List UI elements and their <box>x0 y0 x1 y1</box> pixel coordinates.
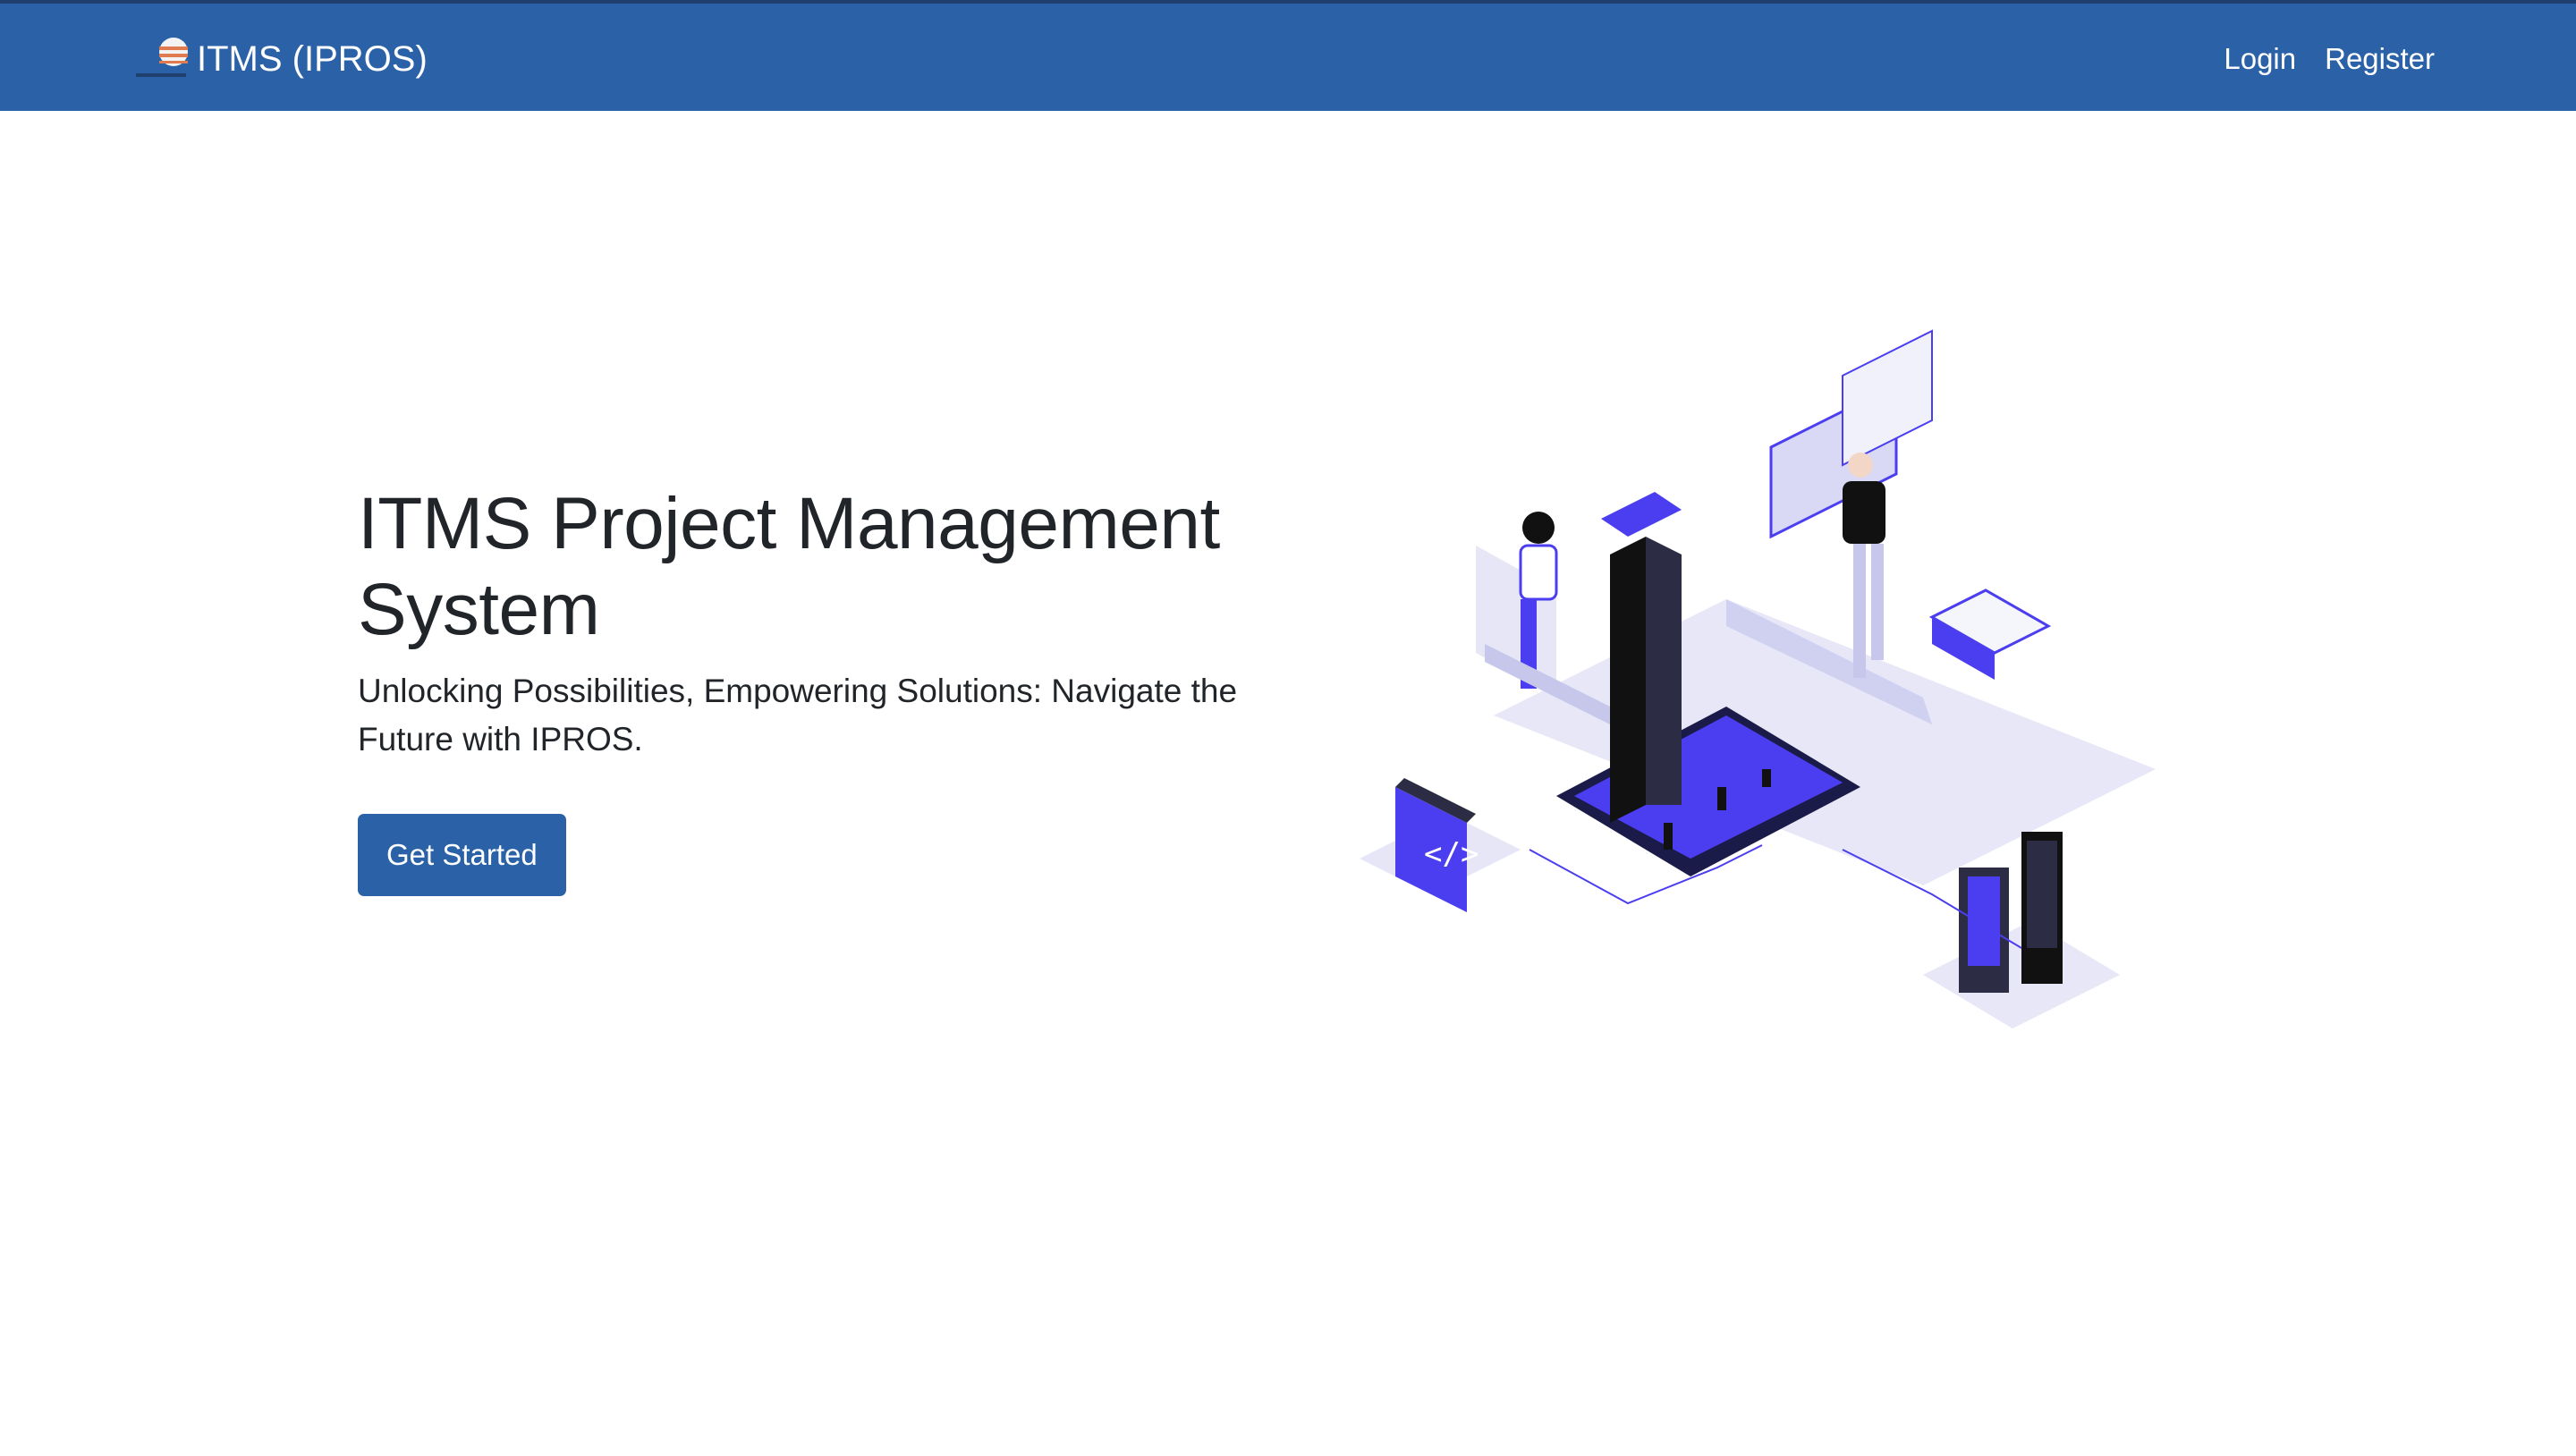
isometric-tech-illustration: </> <box>1360 329 2156 1029</box>
code-icon: </> <box>1424 836 1479 872</box>
logo-icon <box>134 34 191 84</box>
top-navbar: ITMS (IPROS) Login Register <box>0 0 2576 111</box>
get-started-button[interactable]: Get Started <box>358 814 566 896</box>
brand[interactable]: ITMS (IPROS) <box>134 34 428 84</box>
nav-links: Login Register <box>2195 34 2435 84</box>
hero-title: ITMS Project Management System <box>358 483 1220 650</box>
register-link[interactable]: Register <box>2325 42 2435 75</box>
brand-name: ITMS (IPROS) <box>197 38 428 79</box>
hero-section: ITMS Project Management System Unlocking… <box>358 481 1252 896</box>
hero-subtitle: Unlocking Possibilities, Empowering Solu… <box>358 673 1238 758</box>
hero-illustration: </> <box>1342 322 2182 1037</box>
login-link[interactable]: Login <box>2224 42 2297 75</box>
